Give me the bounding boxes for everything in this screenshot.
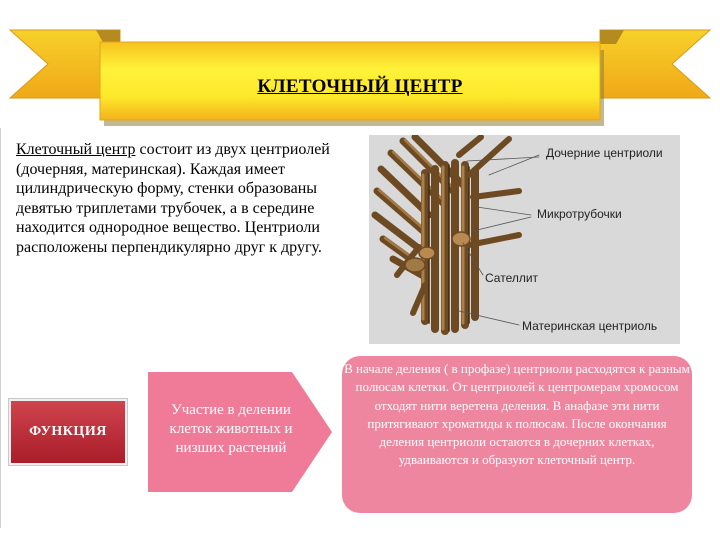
intro-term: Клеточный центр — [16, 141, 136, 158]
label-daughter-centrioles: Дочерние центриоли — [546, 146, 663, 160]
left-edge-line — [0, 128, 1, 528]
banner-main-bar — [99, 41, 601, 121]
intro-paragraph: Клеточный центр состоит из двух центриол… — [16, 140, 361, 258]
function-arrow — [148, 372, 332, 492]
centriole-diagram: Дочерние центриоли Микротрубочки Сателли… — [369, 135, 680, 344]
label-satellite: Сателлит — [485, 271, 539, 285]
banner-left-fold — [96, 30, 120, 44]
label-mother-centriole: Материнская центриоль — [522, 319, 658, 333]
function-button[interactable]: ФУНКЦИЯ — [8, 398, 128, 466]
intro-text: состоит из двух центриолей (дочерняя, ма… — [16, 141, 330, 256]
label-microtubules: Микротрубочки — [537, 207, 622, 221]
banner-right-fold — [600, 30, 624, 44]
centriole-illustration — [371, 135, 540, 335]
title-banner — [8, 29, 712, 126]
division-info-text: В начале деления ( в профазе) центриоли … — [344, 361, 690, 468]
division-info-box — [342, 356, 692, 513]
page-title: КЛЕТОЧНЫЙ ЦЕНТР — [257, 76, 463, 97]
function-description: Участие в делении клеток животных и низш… — [169, 402, 293, 456]
